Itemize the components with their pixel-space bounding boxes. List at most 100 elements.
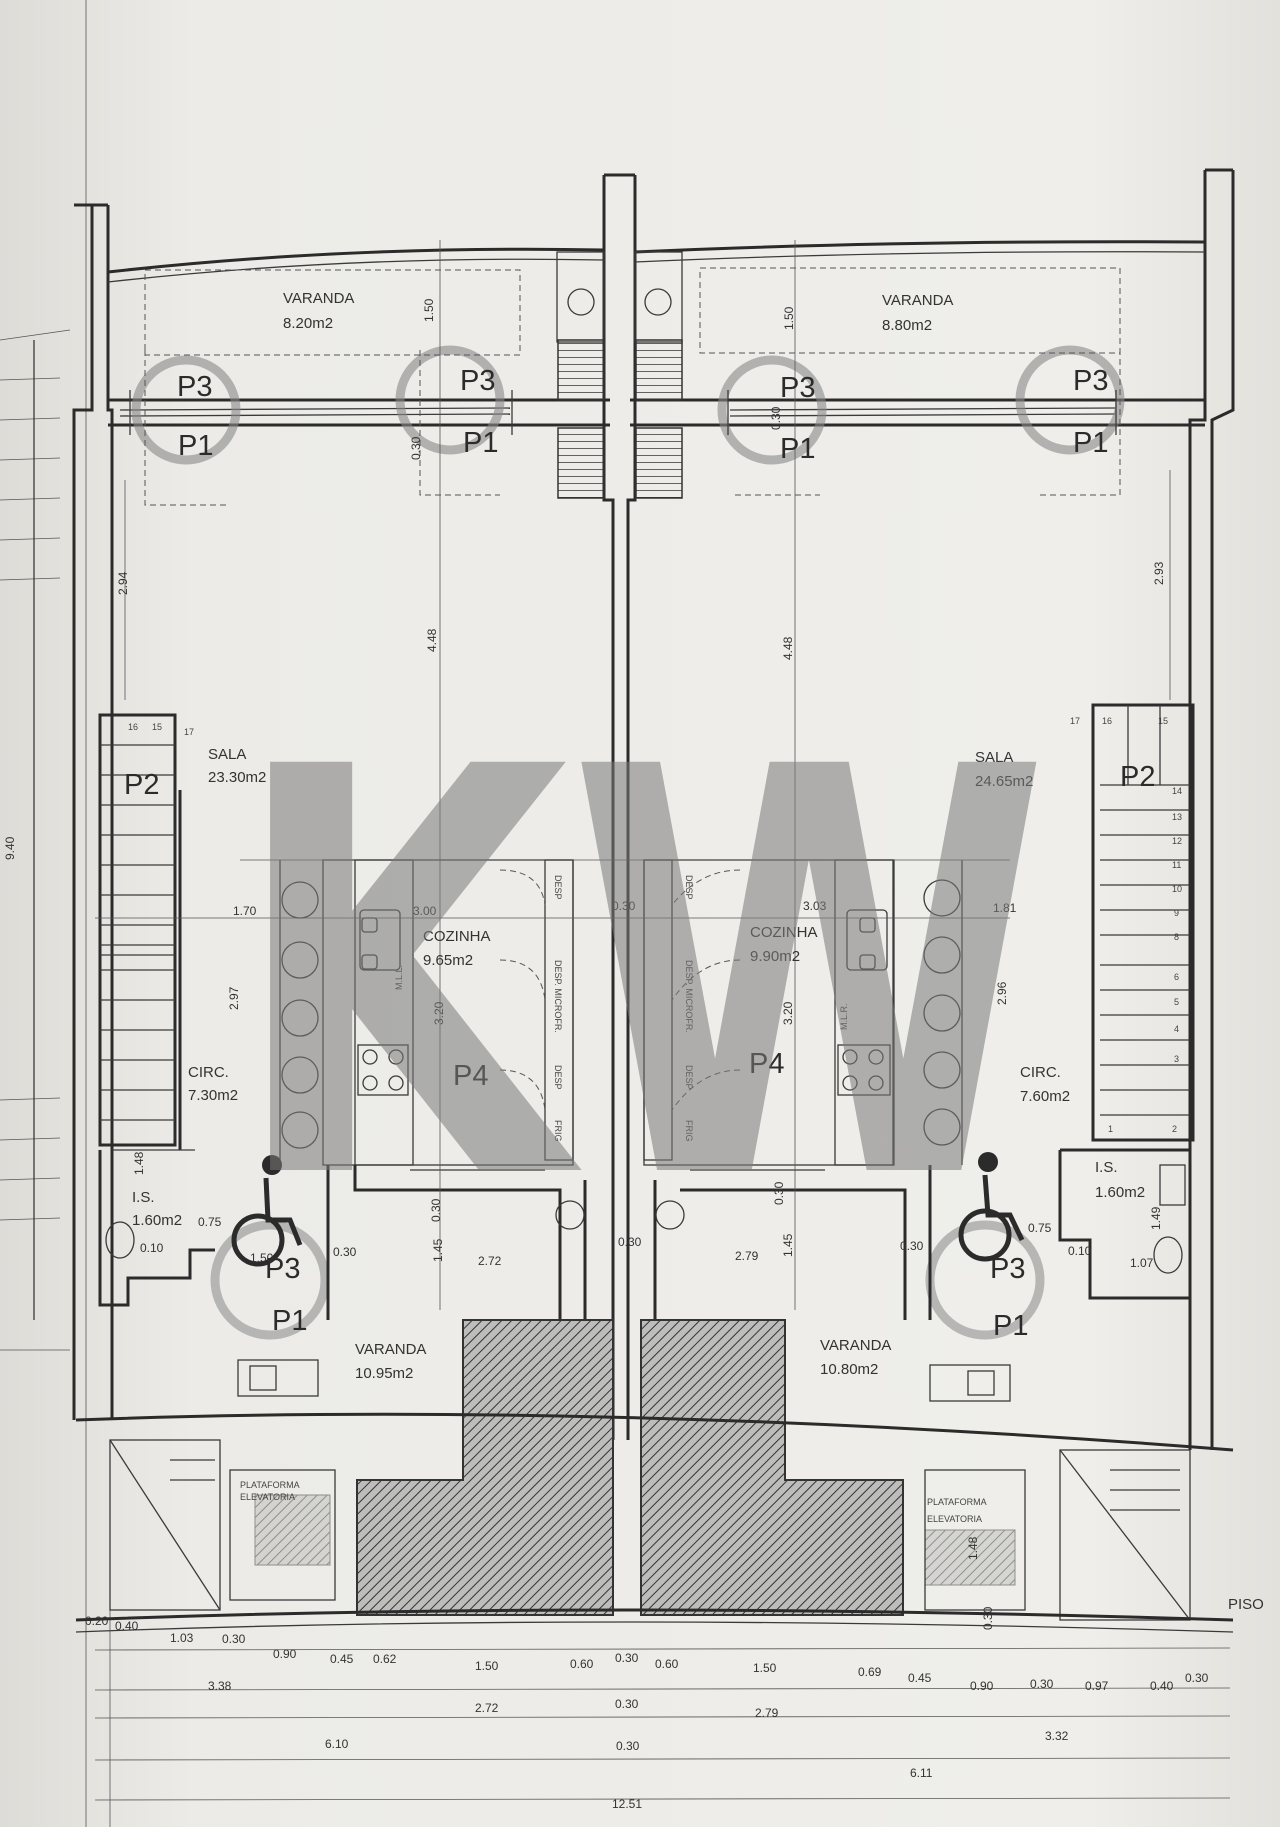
bed-icon-right [929, 1364, 1011, 1402]
stair-left: 15 16 17 [98, 713, 195, 1151]
left-margin-hatching [0, 340, 61, 1320]
room-name: I.S. [132, 1189, 155, 1206]
appliance-label: M.L.L. [394, 965, 404, 990]
room-area: 9.65m2 [423, 952, 473, 969]
dimension-label: 0.90 [970, 1679, 994, 1693]
dimension-label: 1.81 [993, 901, 1017, 915]
dimension-label: 0.30 [222, 1632, 246, 1646]
dimension-label: 0.62 [373, 1652, 397, 1666]
vertical-dimensions: 1.50 0.30 1.50 0.30 2.94 2.93 4.48 4.48 … [3, 298, 1166, 1630]
room-area: 24.65m2 [975, 773, 1033, 790]
room-name: COZINHA [423, 928, 491, 945]
room-name: VARANDA [283, 290, 354, 307]
horizontal-dimensions: 1.70 3.00 0.30 3.03 1.81 0.30 2.72 0.30 … [140, 899, 1154, 1270]
door-labels: P3 P1 P3 P1 P3 P1 P3 P1 P2 P2 P4 P4 P3 P… [124, 365, 1155, 1342]
stair-number: 17 [1070, 716, 1080, 726]
dimension-lines [94, 240, 1231, 1801]
door-tag: P1 [1073, 427, 1108, 459]
dimension-label: 4.48 [425, 628, 439, 652]
platform-label: PLATAFORMA [240, 1480, 300, 1490]
dimension-label: 1.50 [782, 306, 796, 330]
dimension-label: 0.30 [769, 406, 783, 430]
dimension-label: 2.93 [1152, 561, 1166, 585]
door-tag: P3 [1073, 365, 1108, 397]
appliance-labels: DESP DESP. MICROFR. DESP FRIG DESP DESP.… [394, 875, 849, 1142]
dimension-label: 3.20 [781, 1001, 795, 1025]
dimension-label: 0.75 [198, 1215, 222, 1229]
dimension-label: 2.97 [227, 986, 241, 1010]
dimension-label: 1.50 [250, 1251, 274, 1265]
door-tag: P3 [990, 1253, 1025, 1285]
dimension-label: 0.30 [333, 1245, 357, 1259]
dimension-label: 0.90 [273, 1647, 297, 1661]
room-area: 10.80m2 [820, 1361, 878, 1378]
dimension-label: 1.50 [422, 298, 436, 322]
room-area: 7.60m2 [1020, 1088, 1070, 1105]
door-tag: P2 [124, 769, 159, 801]
dimension-label: 0.30 [409, 436, 423, 460]
stair-right: 17 16 15 14 13 12 11 10 9 8 6 5 4 3 1 2 [1070, 703, 1195, 1142]
dimension-label: 0.40 [1150, 1679, 1174, 1693]
stair-number: 12 [1172, 836, 1182, 846]
stair-number: 5 [1174, 997, 1179, 1007]
base-dimension-chain: 0.20 0.40 1.03 0.30 0.90 0.45 0.62 1.50 … [85, 1614, 1209, 1811]
wheelchair-icon-left [231, 1155, 303, 1267]
stair-number: 15 [1158, 716, 1168, 726]
stair-number: 14 [1172, 786, 1182, 796]
room-name: VARANDA [820, 1337, 891, 1354]
room-name: COZINHA [750, 924, 818, 941]
dimension-label: 6.11 [910, 1766, 933, 1780]
dimension-label: 3.00 [413, 904, 437, 918]
dimension-label: 6.10 [325, 1737, 349, 1751]
dimension-label: 2.79 [755, 1706, 779, 1720]
dimension-label: 0.60 [655, 1657, 679, 1671]
stair-number: 1 [1108, 1124, 1113, 1134]
platform-label: ELEVATORIA [927, 1514, 982, 1524]
appliance-label: FRIG [553, 1120, 563, 1142]
dimension-label: 1.50 [753, 1661, 777, 1675]
dimension-label: 1.48 [132, 1151, 146, 1175]
hatched-areas [254, 1319, 1016, 1616]
dimension-label: 1.48 [966, 1536, 980, 1560]
stair-number: 15 [152, 722, 162, 732]
appliance-label: DESP. MICROFR. [684, 960, 694, 1033]
stair-number: 16 [1102, 716, 1112, 726]
stair-number: 17 [184, 727, 194, 737]
appliance-label: DESP [553, 875, 563, 900]
stair-number: 4 [1174, 1024, 1179, 1034]
room-name: CIRC. [188, 1064, 229, 1081]
stair-number: 9 [1174, 908, 1179, 918]
stair-number: 13 [1172, 812, 1182, 822]
dimension-label: 0.40 [115, 1619, 139, 1633]
appliance-label: FRIG [684, 1120, 694, 1142]
dimension-label: 0.30 [1185, 1671, 1209, 1685]
dimension-label: 9.40 [3, 836, 17, 860]
door-tag: P3 [460, 365, 495, 397]
platforms [109, 1439, 1191, 1621]
dimension-label: 3.38 [208, 1679, 232, 1693]
door-tag: P3 [780, 372, 815, 404]
room-name: VARANDA [355, 1341, 426, 1358]
dimension-label: 2.94 [116, 571, 130, 595]
bed-icon-left [237, 1359, 319, 1397]
appliance-label: M.L.R. [839, 1003, 849, 1030]
room-area: 23.30m2 [208, 769, 266, 786]
dimension-label: 0.30 [981, 1606, 995, 1630]
room-name: CIRC. [1020, 1064, 1061, 1081]
room-area: 1.60m2 [1095, 1184, 1145, 1201]
door-tag: P3 [177, 371, 212, 403]
door-tag: P1 [178, 430, 213, 462]
dashed-swings [144, 267, 1121, 506]
dimension-label: 0.30 [618, 1235, 642, 1249]
door-tag: P1 [780, 433, 815, 465]
dimension-label: 1.07 [1130, 1256, 1154, 1270]
dimension-label: 0.30 [615, 1651, 639, 1665]
dimension-label: 1.50 [475, 1659, 499, 1673]
dimension-label: 0.30 [612, 899, 636, 913]
dimension-label: 0.30 [429, 1198, 443, 1222]
room-area: 1.60m2 [132, 1212, 182, 1229]
room-area: 8.80m2 [882, 317, 932, 334]
appliance-label: DESP. MICROFR. [553, 960, 563, 1033]
floor-label: PISO [1228, 1596, 1264, 1613]
